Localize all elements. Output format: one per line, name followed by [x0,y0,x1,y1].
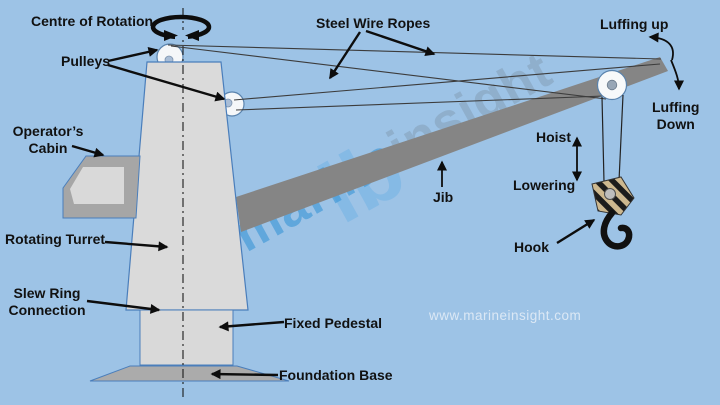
label-centre-of-rotation: Centre of Rotation [31,13,154,29]
label-foundation-base: Foundation Base [279,367,393,383]
rotation-arrow-icon [150,14,212,41]
pulley-jib-tip-icon [596,69,628,101]
arrow-slew-ring [86,299,161,314]
label-luffing-up: Luffing up [600,16,669,32]
steel-wire-ropes-lines [167,44,662,111]
label-lowering: Lowering [513,177,576,193]
arrow-wire-right [365,29,436,57]
arrow-luffing-down [670,59,684,91]
label-jib: Jib [433,189,454,205]
arrow-pulleys-top [107,46,159,63]
rotating-turret-body [125,61,249,311]
arrow-foundation [210,369,279,380]
label-hoist: Hoist [536,129,571,145]
arrow-pedestal [218,320,285,332]
arrow-wire-left [328,31,362,80]
arrow-cabin [71,144,105,158]
fixed-pedestal-body [139,309,234,366]
label-steel-wire-ropes: Steel Wire Ropes [316,15,431,31]
label-hook: Hook [514,239,549,255]
jib-beam [236,57,668,232]
arrow-pulleys-side [107,63,226,102]
label-pulleys: Pulleys [61,53,111,69]
arrow-turret [104,240,169,252]
hoist-wires [601,94,624,183]
crane-hook-icon [591,176,635,250]
pointer-arrows [71,29,596,380]
watermark-url: www.marineinsight.com [429,308,582,323]
arrow-luffing-up [648,32,674,61]
label-rotating-turret: Rotating Turret [5,231,106,247]
label-fixed-pedestal: Fixed Pedestal [284,315,383,331]
cabin-window [70,167,124,204]
direction-arrows [437,32,684,187]
foundation-base-body [89,365,290,382]
arrow-hook [556,218,596,245]
